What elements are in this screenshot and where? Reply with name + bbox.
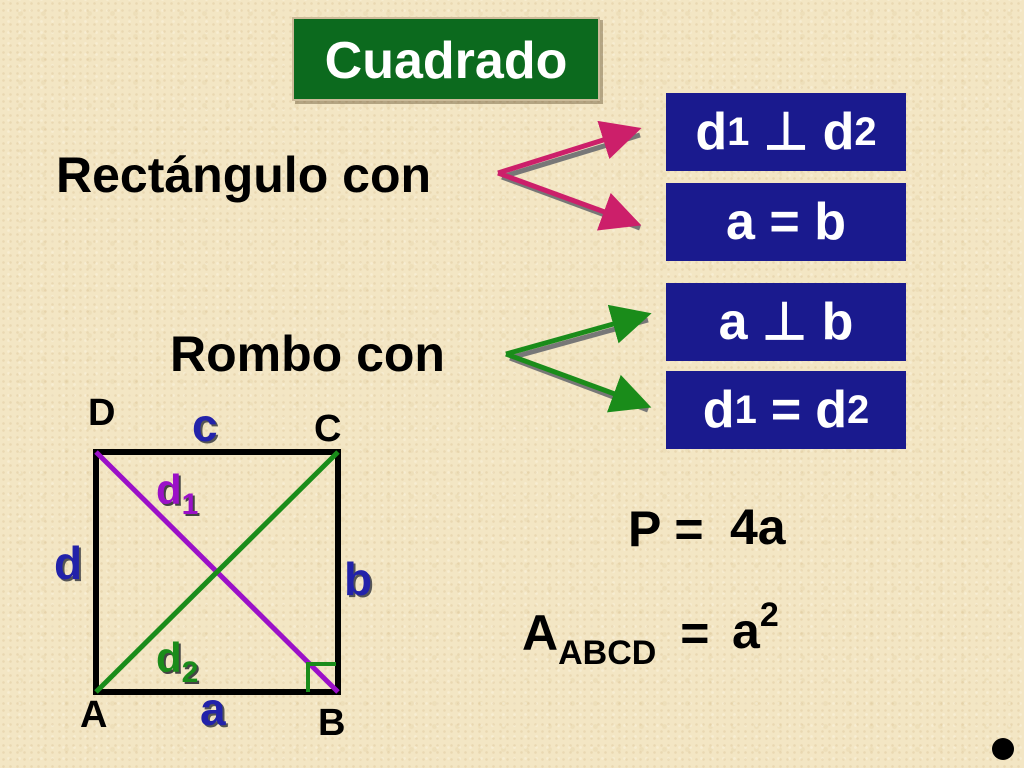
diagonal-d2 <box>94 450 340 694</box>
d2-base: d <box>822 103 855 161</box>
square-outline <box>93 449 341 695</box>
arrow-rombo-to-diagonals-equal <box>505 351 652 413</box>
diagonal-d1-label: d1 <box>156 466 198 522</box>
diagonal-d2-label: d2 <box>156 634 198 690</box>
title-text: Cuadrado <box>324 32 568 90</box>
title-box: Cuadrado <box>292 17 600 101</box>
rectangulo-label: Rectángulo con <box>56 147 432 203</box>
vertex-c-label: C <box>314 408 342 450</box>
d2-sub: 2 <box>846 387 870 432</box>
box-sides-equal: a = b <box>666 183 906 261</box>
arrow-rect-to-sides-equal <box>497 170 642 231</box>
vertex-a-label: A <box>80 694 108 736</box>
sides-perp-text: a ⊥ b <box>718 293 854 351</box>
area-formula: AABCD = <box>522 604 709 673</box>
area-lhs-base: A <box>522 605 559 661</box>
area-lhs-sub: ABCD <box>558 634 657 672</box>
perimeter-lhs: P = <box>628 501 704 557</box>
side-d-label: d <box>54 537 83 589</box>
d1-base: d <box>695 103 728 161</box>
d1-label-sub: 1 <box>181 488 199 521</box>
corner-dot <box>992 738 1014 760</box>
sides-equal-text: a = b <box>726 193 846 251</box>
vertex-b-label: B <box>318 702 346 744</box>
equals-symbol: = <box>770 381 802 439</box>
d2-label-base: d <box>156 634 182 681</box>
side-b-label: b <box>344 553 373 605</box>
d1-label-base: d <box>156 466 182 513</box>
area-equals: = <box>680 605 710 661</box>
right-angle-mark <box>306 662 336 692</box>
area-rhs-base: a <box>732 603 760 659</box>
d1-sub: 1 <box>727 109 750 154</box>
perimeter-rhs: 4a <box>730 499 786 555</box>
perp-symbol: ⊥ <box>763 103 809 161</box>
area-rhs: a2 <box>732 596 779 660</box>
d2-sub: 2 <box>854 109 877 154</box>
vertex-d-label: D <box>88 392 116 434</box>
d1-sub: 1 <box>734 387 757 432</box>
rombo-label: Rombo con <box>170 326 445 382</box>
d1-base: d <box>702 381 735 439</box>
area-rhs-sup: 2 <box>759 596 779 634</box>
d2-base: d <box>815 381 847 439</box>
arrow-rombo-to-sides-perp <box>505 304 652 357</box>
side-c-label: c <box>192 399 218 451</box>
box-sides-perpendicular: a ⊥ b <box>666 283 906 361</box>
d2-label-sub: 2 <box>181 656 199 689</box>
side-a-label: a <box>200 683 226 735</box>
arrow-rect-to-diagonals-perp <box>497 120 642 176</box>
